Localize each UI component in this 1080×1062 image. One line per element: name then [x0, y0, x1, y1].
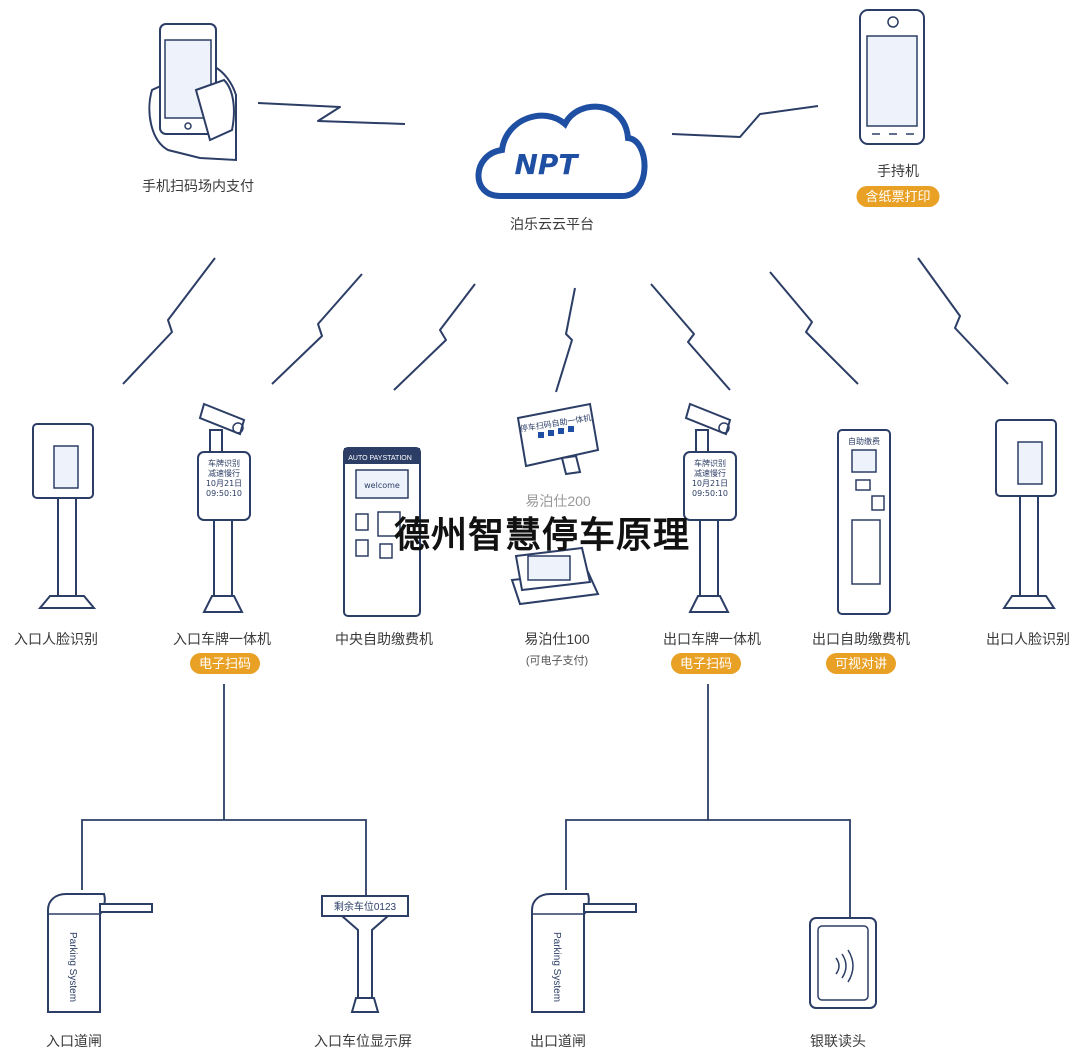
exit-face-recognition-icon: [995, 419, 1057, 609]
central-pay-brand: AUTO PAYSTATION: [348, 455, 412, 462]
entry-plate-camera-icon: 车牌识别 减速慢行 10月21日 09:50:10: [197, 402, 251, 613]
bolt-6: [769, 271, 859, 385]
bolt-3: [393, 283, 476, 391]
exit-plate-camera-icon: 车牌识别 减速慢行 10月21日 09:50:10: [683, 402, 737, 613]
bolt-handheld: [671, 105, 819, 138]
entry-plate-screen-line2: 减速慢行: [208, 468, 240, 478]
cloud-platform-icon: NPT: [475, 103, 648, 199]
yibo100-sub: (可电子支付): [525, 655, 589, 667]
wireless-links: [122, 102, 1009, 393]
bolt-5: [650, 283, 731, 391]
phone-label: 手机扫码场内支付: [142, 178, 254, 194]
wiring: [81, 684, 851, 918]
entry-plate-screen-line4: 09:50:10: [206, 489, 242, 498]
bolt-1: [122, 257, 216, 385]
exit-plate-label: 出口车牌一体机: [663, 631, 761, 647]
bolt-7: [917, 257, 1009, 385]
entry-plate-label: 入口车牌一体机: [173, 631, 271, 647]
exit-pay-screen: 自助缴费: [848, 436, 880, 446]
exit-gate-label: 出口道闸: [530, 1033, 586, 1049]
yibo200-kiosk-icon: 停车扫码自助一体机: [516, 402, 600, 476]
unionpay-reader-label: 银联读头: [810, 1033, 866, 1049]
entry-gate-label: 入口道闸: [46, 1033, 102, 1049]
exit-plate-screen-line2: 减速慢行: [694, 468, 726, 478]
handheld-badge: 含纸票打印: [856, 186, 940, 207]
page-title: 德州智慧停车原理: [394, 515, 691, 556]
yibo100-label: 易泊仕100: [524, 631, 590, 647]
yibo100-kiosk-icon: [510, 546, 600, 606]
entry-face-recognition-icon: [32, 423, 97, 609]
bolt-phone: [257, 102, 406, 125]
bolt-4: [555, 287, 576, 393]
bolt-2: [271, 273, 363, 385]
central-pay-screen: welcome: [364, 481, 400, 490]
handheld-terminal-icon: [859, 9, 925, 145]
entry-space-display-icon: 剩余车位0123: [321, 895, 409, 1013]
unionpay-reader-icon: [809, 917, 877, 1009]
cloud-label: 泊乐云云平台: [510, 216, 594, 232]
exit-plate-screen-line4: 09:50:10: [692, 489, 728, 498]
entry-gate-text: Parking System: [67, 932, 78, 1002]
exit-barrier-gate-icon: Parking System: [531, 893, 637, 1013]
entry-display-text: 剩余车位0123: [334, 900, 397, 913]
npt-logo: NPT: [514, 148, 579, 181]
exit-plate-screen-line3: 10月21日: [692, 479, 728, 488]
exit-plate-badge: 电子扫码: [670, 653, 742, 674]
entry-display-label: 入口车位显示屏: [314, 1033, 412, 1049]
entry-plate-screen-line1: 车牌识别: [208, 458, 240, 468]
central-pay-station-icon: AUTO PAYSTATION welcome: [343, 447, 421, 617]
entry-face-label: 入口人脸识别: [14, 631, 98, 647]
central-pay-label: 中央自助缴费机: [335, 631, 433, 647]
entry-plate-screen-line3: 10月21日: [206, 479, 242, 488]
entry-barrier-gate-icon: Parking System: [47, 893, 153, 1013]
exit-face-label: 出口人脸识别: [986, 631, 1070, 647]
entry-plate-badge: 电子扫码: [189, 653, 261, 674]
exit-pay-label: 出口自助缴费机: [812, 631, 910, 647]
phone-icon: [148, 23, 237, 162]
handheld-label: 手持机: [877, 163, 919, 179]
exit-gate-text: Parking System: [551, 932, 562, 1002]
exit-pay-station-icon: 自助缴费: [837, 429, 891, 615]
yibo200-label: 易泊仕200: [525, 493, 591, 509]
exit-plate-screen-line1: 车牌识别: [694, 458, 726, 468]
exit-pay-badge: 可视对讲: [825, 653, 897, 674]
